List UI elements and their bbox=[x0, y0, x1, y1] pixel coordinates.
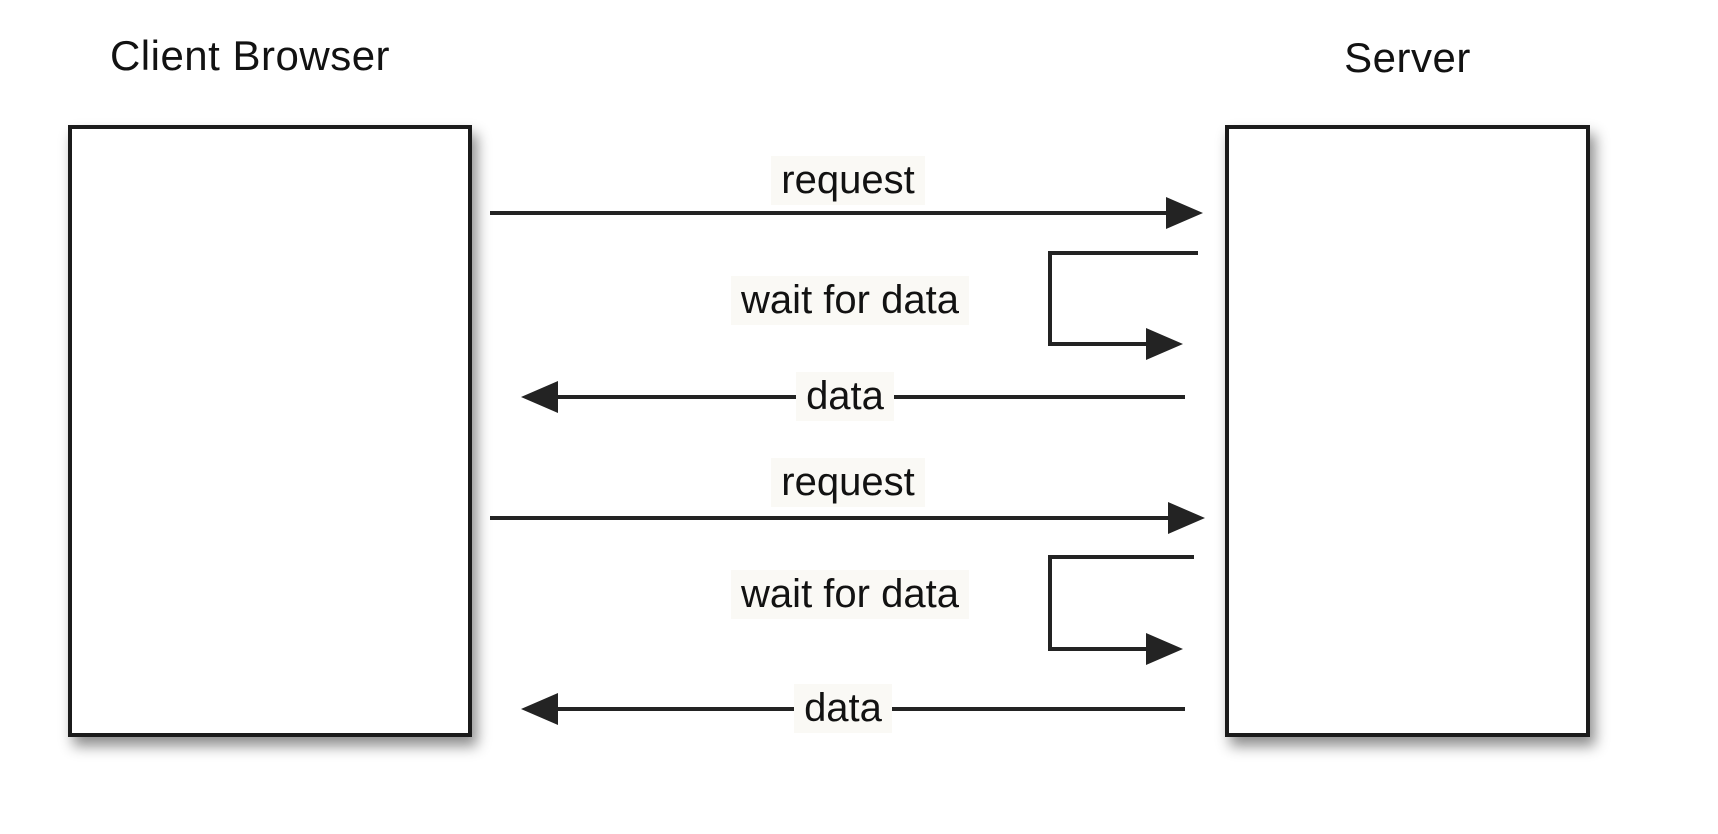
arrowhead-left-icon bbox=[521, 693, 558, 725]
request-arrow-1-line bbox=[490, 211, 1168, 215]
wait-for-data-label-2: wait for data bbox=[640, 570, 1060, 619]
wait-loop-1-left-line bbox=[1048, 251, 1052, 346]
data-label-1: data bbox=[635, 372, 1055, 421]
server-title: Server bbox=[1344, 34, 1471, 81]
request-label-2: request bbox=[638, 458, 1058, 507]
arrowhead-right-icon bbox=[1146, 328, 1183, 360]
arrowhead-right-icon bbox=[1168, 502, 1205, 534]
wait-for-data-label-1: wait for data bbox=[640, 276, 1060, 325]
wait-loop-2-top-line bbox=[1048, 555, 1194, 559]
wait-loop-1-top-line bbox=[1048, 251, 1198, 255]
arrowhead-left-icon bbox=[521, 381, 558, 413]
client-browser-title: Client Browser bbox=[109, 32, 391, 79]
wait-loop-1-bottom-line bbox=[1048, 342, 1148, 346]
data-label-2: data bbox=[633, 684, 1053, 733]
wait-loop-2-left-line bbox=[1048, 555, 1052, 651]
arrowhead-right-icon bbox=[1146, 633, 1183, 665]
arrowhead-right-icon bbox=[1166, 197, 1203, 229]
request-arrow-2-line bbox=[490, 516, 1170, 520]
server-box bbox=[1225, 125, 1590, 737]
wait-loop-2-bottom-line bbox=[1048, 647, 1148, 651]
client-browser-box bbox=[68, 125, 472, 737]
request-label-1: request bbox=[638, 156, 1058, 205]
